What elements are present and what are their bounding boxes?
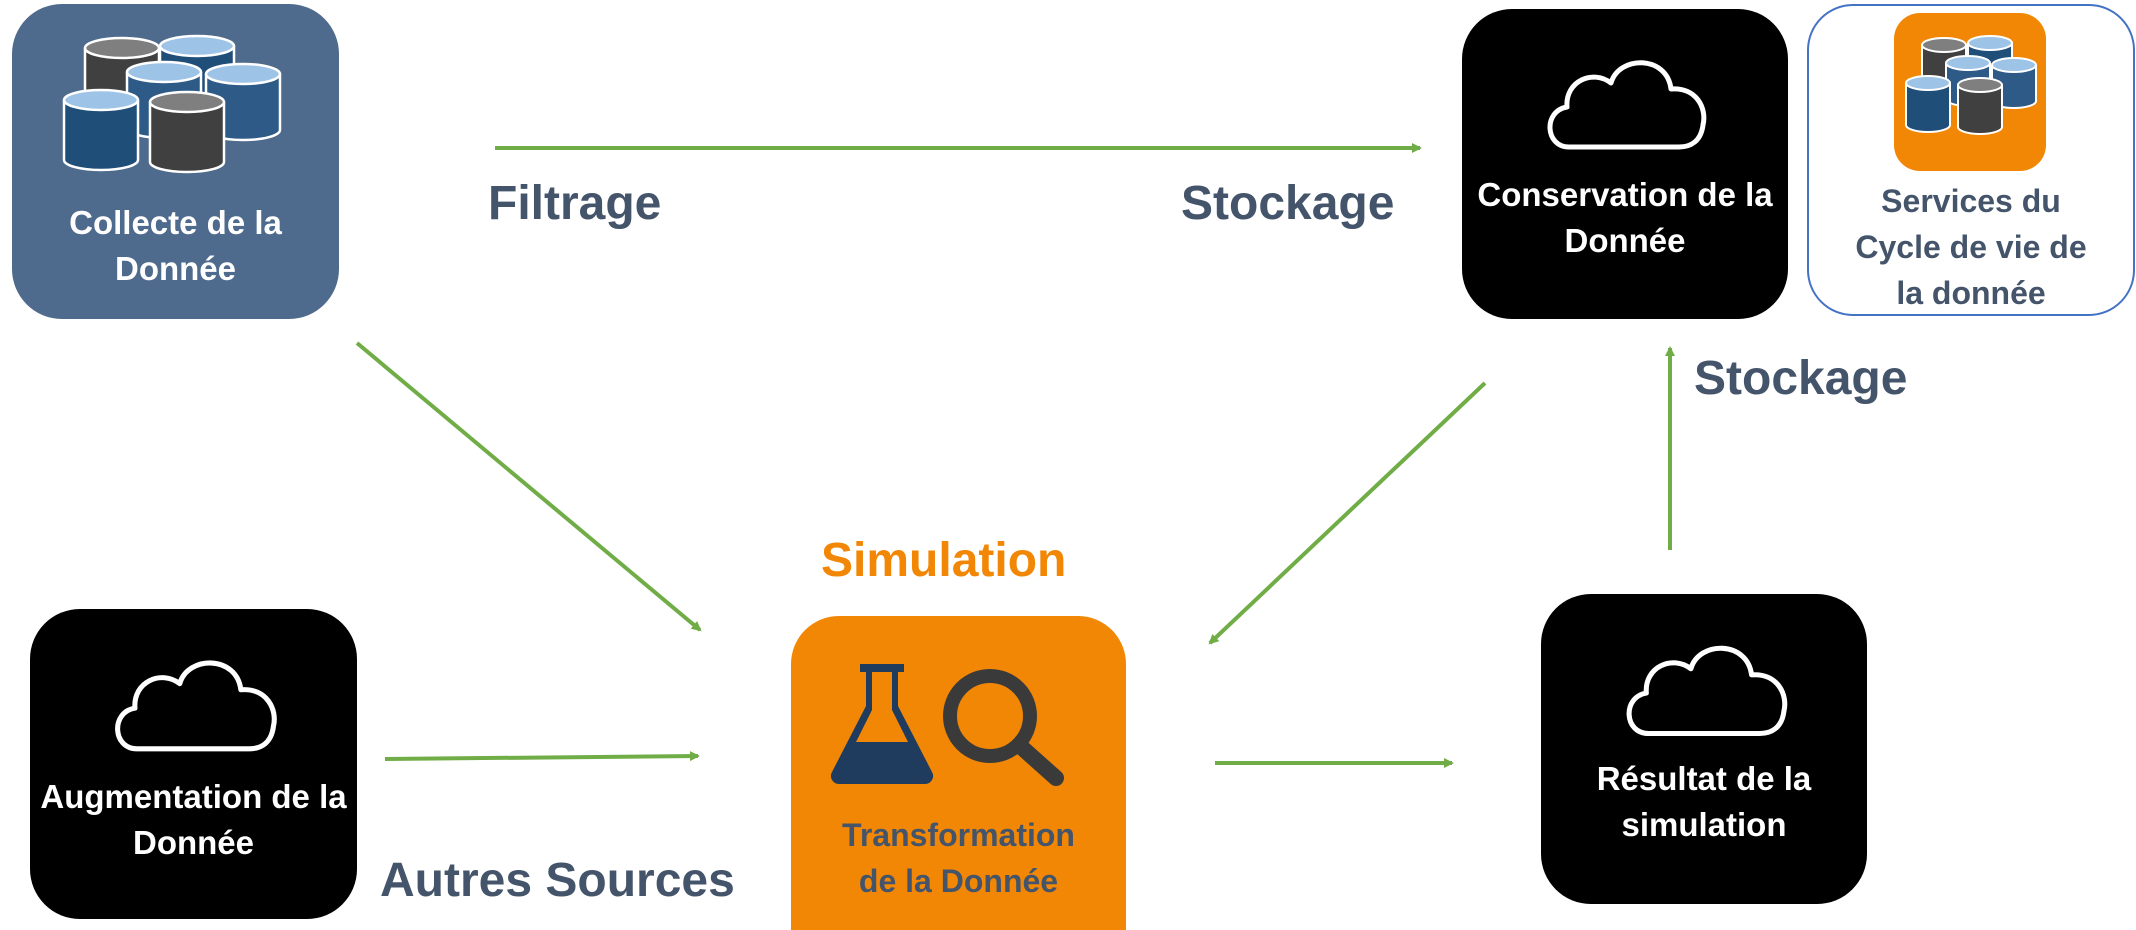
arrow-augmentation-to-transformation — [384, 751, 700, 762]
flask-magnifier-icon — [830, 664, 1064, 786]
node-transformation-label: Transformation de la Donnée — [842, 817, 1075, 899]
arrow-conservation-to-transformation — [1208, 381, 1487, 645]
cloud-icon — [115, 660, 277, 752]
node-transformation: Transformation de la Donnée — [791, 616, 1126, 930]
label-stockage-top: Stockage — [1181, 177, 1395, 230]
node-collecte: Collecte de la Donnée — [12, 4, 339, 319]
database-stack-icon — [1905, 35, 2037, 135]
node-collecte-label: Collecte de la Donnée — [69, 204, 282, 287]
services-icon-tile — [1894, 13, 2046, 171]
node-services-label: Services du Cycle de vie de la donnée — [1855, 183, 2087, 311]
cloud-icon — [1626, 645, 1788, 737]
node-augmentation-label: Augmentation de la Donnée — [40, 778, 347, 861]
flask-icon — [830, 664, 934, 785]
node-resultat: Résultat de la simulation — [1541, 594, 1867, 904]
label-stockage-right: Stockage — [1694, 352, 1908, 405]
label-filtrage: Filtrage — [488, 177, 662, 230]
label-autres-sources: Autres Sources — [380, 854, 735, 907]
label-simulation: Simulation — [821, 534, 1067, 587]
magnifier-icon — [943, 669, 1064, 786]
node-services: Services du Cycle de vie de la donnée — [1807, 4, 2135, 316]
node-augmentation: Augmentation de la Donnée — [30, 609, 357, 919]
node-conservation-label: Conservation de la Donnée — [1477, 176, 1773, 259]
database-stack-icon — [62, 34, 282, 174]
arrow-collecte-to-transformation — [355, 341, 702, 632]
node-resultat-label: Résultat de la simulation — [1596, 760, 1812, 843]
node-conservation: Conservation de la Donnée — [1462, 9, 1788, 319]
cloud-icon — [1547, 60, 1707, 150]
